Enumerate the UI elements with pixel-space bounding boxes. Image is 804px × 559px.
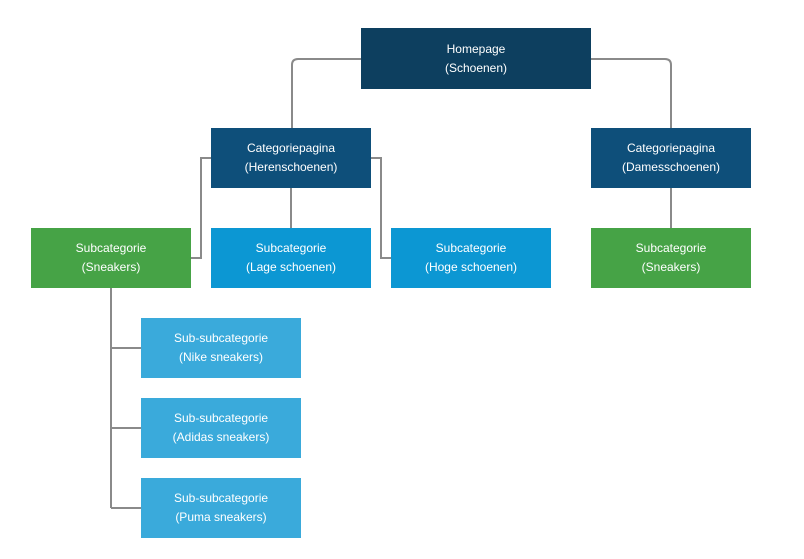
- connector-sneakers-to-nike: [110, 288, 141, 508]
- node-homepage: Homepage (Schoenen): [361, 28, 591, 89]
- node-subcategory-lage-schoenen-title: Subcategorie: [255, 241, 327, 255]
- node-subcategory-hoge-schoenen-subtitle: (Hoge schoenen): [424, 260, 518, 274]
- node-subcategory-lage-schoenen-subtitle: (Lage schoenen): [245, 260, 337, 274]
- node-category-damesschoenen-title: Categoriepagina: [626, 141, 716, 155]
- connector-herenschoenen-to-hoge-schoenen: [371, 157, 391, 259]
- node-subcategory-hoge-schoenen-title: Subcategorie: [435, 241, 507, 255]
- node-sub-subcategory-nike: Sub-subcategorie (Nike sneakers): [141, 318, 301, 378]
- connector-homepage-to-herenschoenen: [291, 58, 361, 128]
- node-subcategory-hoge-schoenen: Subcategorie (Hoge schoenen): [391, 228, 551, 288]
- connector-homepage-to-damesschoenen: [591, 58, 672, 128]
- node-sub-subcategory-adidas-title: Sub-subcategorie: [173, 411, 269, 425]
- node-homepage-subtitle: (Schoenen): [444, 60, 508, 75]
- node-sub-subcategory-adidas-subtitle: (Adidas sneakers): [172, 430, 270, 444]
- node-sub-subcategory-nike-subtitle: (Nike sneakers): [178, 350, 264, 364]
- node-sub-subcategory-puma-title: Sub-subcategorie: [173, 491, 269, 505]
- node-subcategory-sneakers-dames-title: Subcategorie: [635, 241, 707, 255]
- node-homepage-title: Homepage: [446, 41, 506, 56]
- node-sub-subcategory-adidas: Sub-subcategorie (Adidas sneakers): [141, 398, 301, 458]
- node-sub-subcategory-puma: Sub-subcategorie (Puma sneakers): [141, 478, 301, 538]
- node-category-damesschoenen: Categoriepagina (Damesschoenen): [591, 128, 751, 188]
- node-sub-subcategory-nike-title: Sub-subcategorie: [173, 331, 269, 345]
- node-subcategory-sneakers-dames-subtitle: (Sneakers): [641, 260, 701, 274]
- node-category-damesschoenen-subtitle: (Damesschoenen): [621, 160, 721, 174]
- node-subcategory-sneakers-heren-subtitle: (Sneakers): [81, 260, 141, 274]
- connector-herenschoenen-to-sneakers: [191, 157, 211, 259]
- node-subcategory-lage-schoenen: Subcategorie (Lage schoenen): [211, 228, 371, 288]
- node-category-herenschoenen-title: Categoriepagina: [246, 141, 336, 155]
- node-category-herenschoenen-subtitle: (Herenschoenen): [244, 160, 338, 174]
- node-category-herenschoenen: Categoriepagina (Herenschoenen): [211, 128, 371, 188]
- node-sub-subcategory-puma-subtitle: (Puma sneakers): [175, 510, 267, 524]
- node-subcategory-sneakers-dames: Subcategorie (Sneakers): [591, 228, 751, 288]
- node-subcategory-sneakers-heren-title: Subcategorie: [75, 241, 147, 255]
- node-subcategory-sneakers-heren: Subcategorie (Sneakers): [31, 228, 191, 288]
